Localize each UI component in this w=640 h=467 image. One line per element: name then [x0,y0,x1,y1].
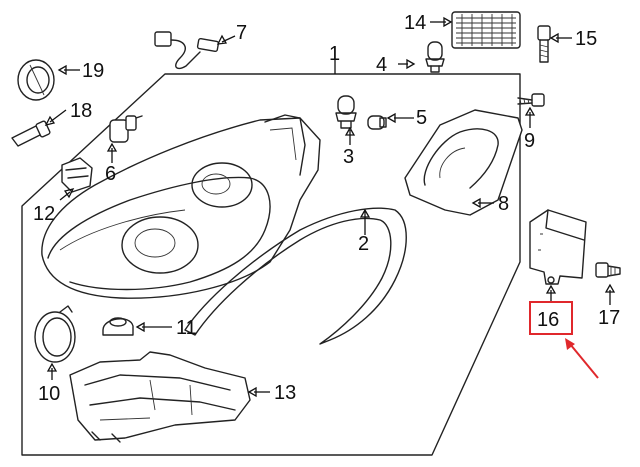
filter-14 [451,11,521,49]
highlight-box [529,301,573,335]
rear-cover-8 [404,109,523,216]
callout-1[interactable]: 1 [329,43,340,65]
callout-7[interactable]: 7 [236,22,247,44]
screw-9 [517,93,545,107]
callout-19[interactable]: 19 [82,60,104,82]
callout-15[interactable]: 15 [575,28,597,50]
assembly-frame [21,73,521,456]
callout-2[interactable]: 2 [358,233,369,255]
callout-11[interactable]: 11 [176,317,197,339]
headlamp-housing [41,114,321,299]
ballast-module-16 [529,209,587,285]
callout-5[interactable]: 5 [416,107,427,129]
housing-seal [184,207,407,345]
bolt-15 [537,25,551,63]
bulb-3 [335,95,357,129]
callout-8[interactable]: 8 [498,193,509,215]
callout-12[interactable]: 12 [33,203,55,225]
bulb-18 [11,120,51,147]
bulb-5 [367,115,387,130]
callout-16[interactable]: 16 [537,309,559,331]
lower-cover-13 [69,351,251,443]
callout-14[interactable]: 14 [404,12,426,34]
bolt-17 [595,262,621,278]
bracket-12 [61,157,93,193]
callout-4[interactable]: 4 [376,54,387,76]
callout-18[interactable]: 18 [70,100,92,122]
cap-11 [102,317,134,336]
red-pointer-arrow [565,338,599,379]
ring-cap-10 [34,305,76,363]
callout-17[interactable]: 17 [598,307,620,329]
connector-7 [154,31,220,70]
callout-3[interactable]: 3 [343,146,354,168]
grommet-19 [17,59,55,101]
socket-6 [109,115,143,143]
callout-6[interactable]: 6 [105,163,116,185]
leader-lines [44,16,616,398]
callout-13[interactable]: 13 [274,382,296,404]
callout-9[interactable]: 9 [524,130,535,152]
bulb-4 [425,41,445,73]
callout-10[interactable]: 10 [38,383,60,405]
